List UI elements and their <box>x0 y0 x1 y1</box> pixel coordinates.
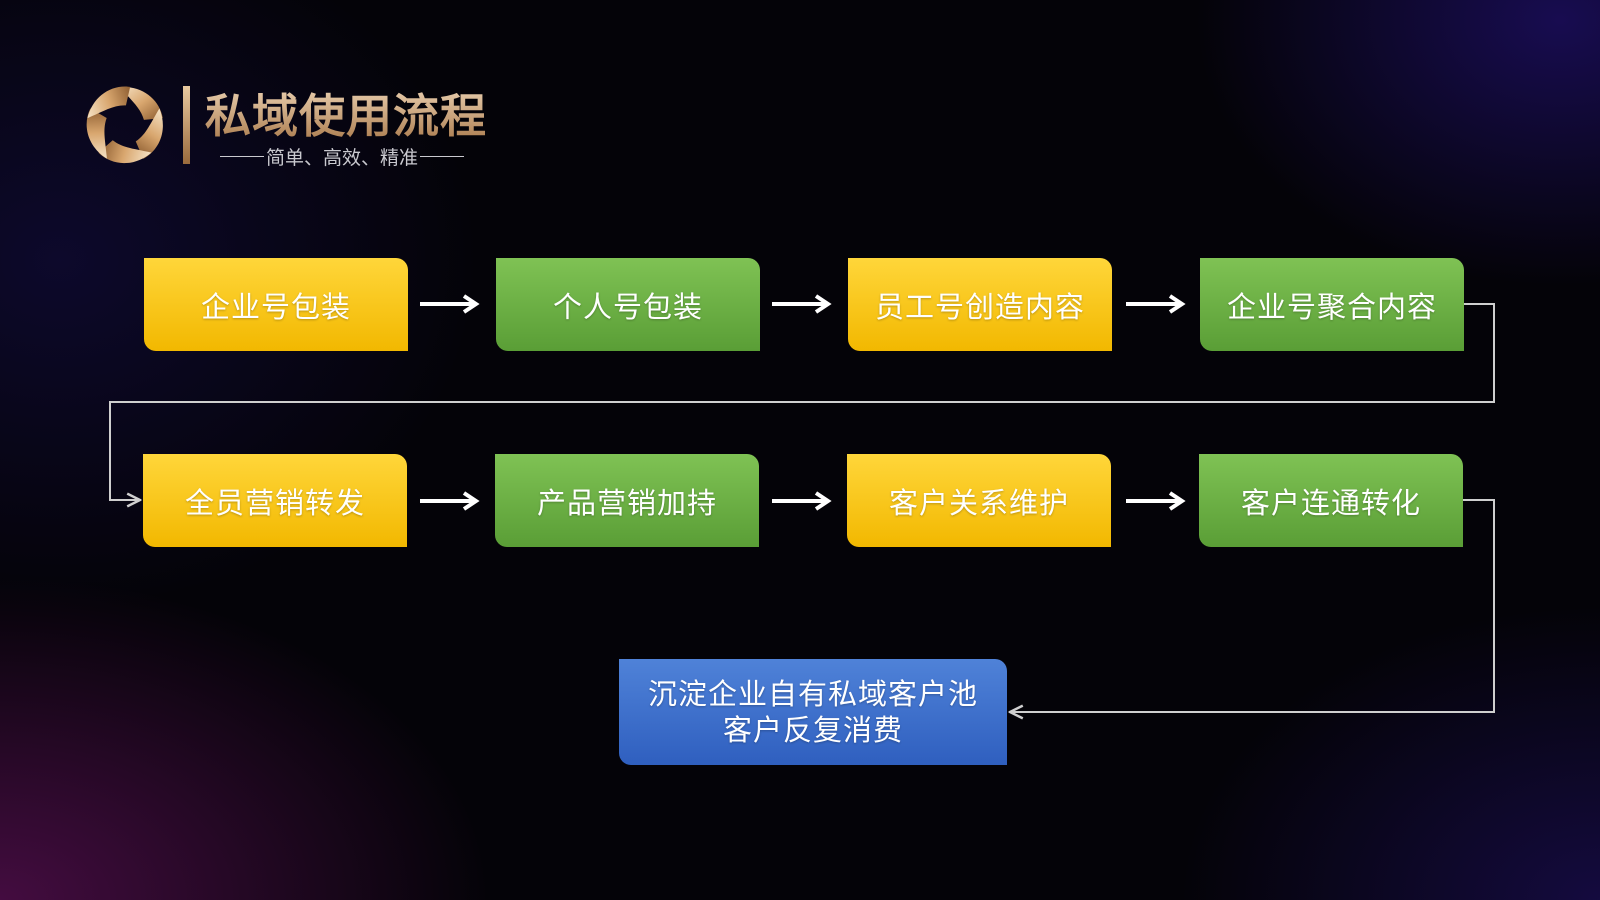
subtitle-dash-right <box>420 156 465 157</box>
arrow-right-icon <box>772 491 832 511</box>
title-divider-bar <box>183 86 190 164</box>
connector-row2-to-result <box>1010 499 1495 712</box>
step-customer-relationship: 客户关系维护 <box>847 454 1111 547</box>
arrow-right-icon <box>1126 294 1186 314</box>
subtitle-text: 简单、高效、精准 <box>266 147 419 169</box>
step-personal-account-packaging: 个人号包装 <box>496 258 760 351</box>
arrow-right-icon <box>420 294 480 314</box>
result-private-customer-pool: 沉淀企业自有私域客户池 客户反复消费 <box>619 659 1007 765</box>
step-customer-conversion: 客户连通转化 <box>1199 454 1463 547</box>
step-enterprise-account-packaging: 企业号包装 <box>144 258 408 351</box>
arrow-right-icon <box>1126 491 1186 511</box>
step-enterprise-aggregate-content: 企业号聚合内容 <box>1200 258 1464 351</box>
page-title: 私域使用流程 <box>205 80 487 146</box>
step-staff-create-content: 员工号创造内容 <box>848 258 1112 351</box>
result-line-1: 沉淀企业自有私域客户池 <box>647 677 978 711</box>
connector-row1-to-row2 <box>109 303 1495 500</box>
arrow-right-icon <box>772 294 832 314</box>
result-line-2: 客户反复消费 <box>722 713 903 747</box>
page-subtitle: 简单、高效、精准 <box>218 143 466 170</box>
step-product-marketing-support: 产品营销加持 <box>495 454 759 547</box>
arrow-right-icon <box>420 491 480 511</box>
step-all-staff-forwarding: 全员营销转发 <box>143 454 407 547</box>
aperture-logo-icon <box>82 82 168 168</box>
subtitle-dash-left <box>220 156 264 157</box>
